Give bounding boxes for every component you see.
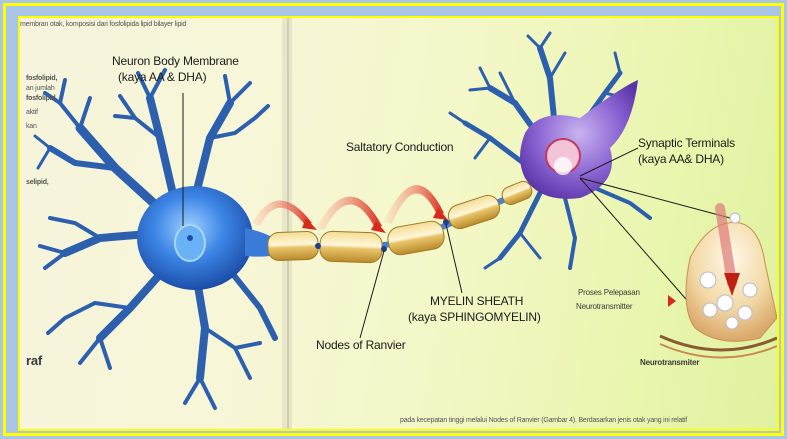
neurotransmiter-label: Neurotransmiter <box>640 358 699 367</box>
neurotransmitter-label: Neurotransmitter <box>576 302 632 311</box>
neuron-nucleus <box>175 225 205 261</box>
proses-pelepasan-label: Proses Pelepasan <box>578 288 640 297</box>
neuron-body-membrane-label: Neuron Body Membrane <box>112 54 239 68</box>
synaptic-terminals-label: Synaptic Terminals <box>638 136 735 150</box>
synapse-detail <box>660 208 777 358</box>
page-text-left-7: raf <box>26 354 42 368</box>
page-text-left-2: fosfolipid <box>26 94 56 103</box>
book-gutter <box>282 18 292 429</box>
synaptic-terminals-sublabel: (kaya AA& DHA) <box>638 152 724 166</box>
neuron-body-membrane-sublabel: (kaya AA & DHA) <box>118 70 206 84</box>
nodes-of-ranvier-label: Nodes of Ranvier <box>316 338 406 352</box>
page-text-left-3: an jumlah <box>26 84 55 93</box>
synaptic-soma <box>520 80 638 199</box>
page-text-left-5: aktif <box>26 108 38 117</box>
release-pointer-icon <box>668 295 676 307</box>
image-frame: Neuron Body Membrane (kaya AA & DHA) Sal… <box>3 3 784 436</box>
page-text-top: membran otak, komposisi dari fosfolipida… <box>20 20 186 29</box>
page-text-left-4: selipid, <box>26 178 49 187</box>
myelin-sheath-sublabel: (kaya SPHINGOMYELIN) <box>408 310 541 324</box>
page-text-left-1: fosfolipid, <box>26 74 57 83</box>
saltatory-conduction-label: Saltatory Conduction <box>346 140 453 154</box>
page-text-left-6: kan <box>26 122 37 131</box>
myelin-sheath-label: MYELIN SHEATH <box>430 294 523 308</box>
book-page: Neuron Body Membrane (kaya AA & DHA) Sal… <box>18 16 779 431</box>
node-of-ranvier-1 <box>315 243 321 249</box>
page-text-bottom: pada kecepatan tinggi melalui Nodes of R… <box>400 416 687 425</box>
